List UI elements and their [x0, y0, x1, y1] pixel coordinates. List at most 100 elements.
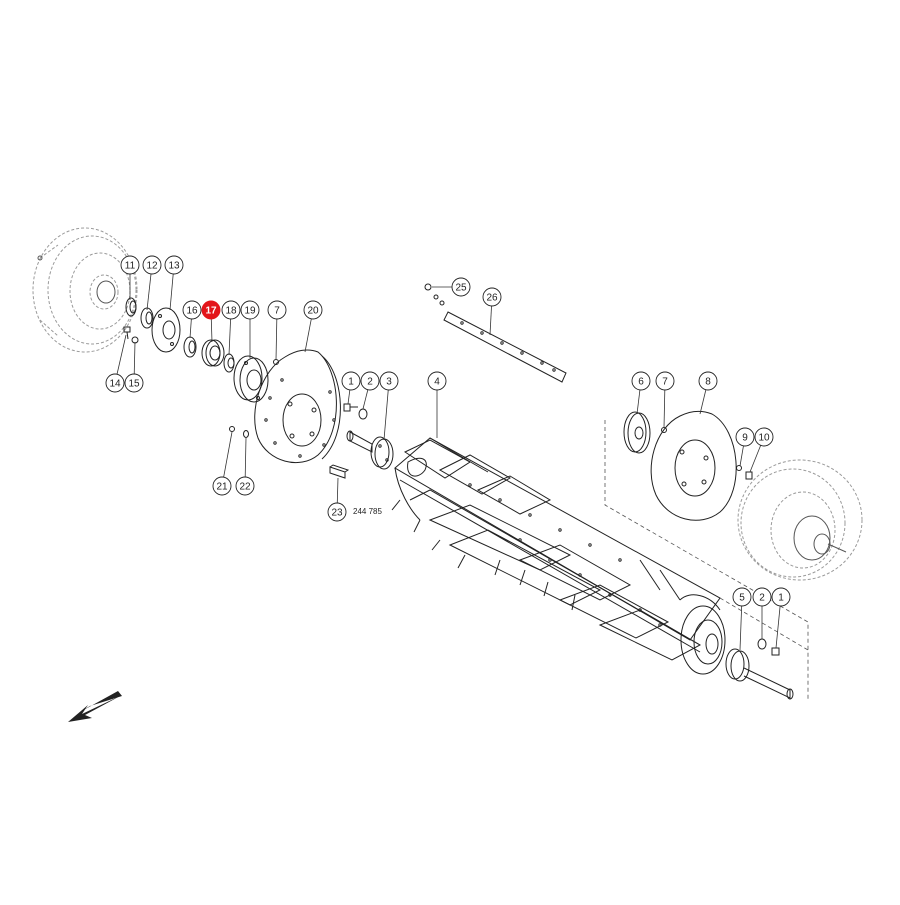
callout-circle [754, 427, 774, 447]
leader-lines [116, 273, 781, 651]
callout-number: 22 [239, 482, 251, 493]
leader-line-16 [189, 318, 192, 339]
callout-1[interactable]: 1 [341, 371, 361, 391]
callout-number: 26 [486, 293, 498, 304]
part-screw-25 [424, 283, 445, 306]
callout-4[interactable]: 4 [427, 371, 447, 391]
callout-number: 7 [662, 377, 668, 388]
callout-number: 10 [758, 433, 770, 444]
callout-circle [267, 300, 287, 320]
leader-line-6 [636, 389, 641, 415]
leader-line-18 [228, 318, 231, 356]
callout-number: 9 [742, 433, 748, 444]
part-strip-26 [443, 311, 567, 383]
callout-number: 3 [386, 377, 392, 388]
callout-17[interactable]: 17 [201, 300, 221, 320]
leader-line-1 [775, 605, 781, 649]
part-washer-2-right [757, 638, 767, 650]
callout-26[interactable]: 26 [482, 287, 502, 307]
callout-22[interactable]: 22 [235, 476, 255, 496]
callout-16[interactable]: 16 [182, 300, 202, 320]
part-shaft-3 [346, 430, 394, 470]
callout-13[interactable]: 13 [164, 255, 184, 275]
leader-line-1 [347, 389, 351, 405]
callout-3[interactable]: 3 [379, 371, 399, 391]
callout-7[interactable]: 7 [267, 300, 287, 320]
leader-line-15 [133, 341, 136, 375]
callout-9[interactable]: 9 [735, 427, 755, 447]
part-disc-20 [254, 349, 341, 463]
leader-line-9 [739, 445, 744, 467]
callout-19[interactable]: 19 [240, 300, 260, 320]
part-key-23 [329, 464, 350, 479]
callout-11[interactable]: 11 [120, 255, 140, 275]
callout-2[interactable]: 2 [752, 587, 772, 607]
callout-number: 2 [759, 593, 765, 604]
callout-number: 18 [225, 306, 237, 317]
part-nut-22 [243, 430, 249, 438]
part-washer-9 [736, 465, 742, 471]
callout-number: 14 [109, 379, 121, 390]
callout-circle [771, 587, 791, 607]
part-bolt-10 [745, 471, 753, 480]
callout-7[interactable]: 7 [655, 371, 675, 391]
callout-circle [732, 587, 752, 607]
leader-line-7 [275, 318, 278, 361]
callout-circle [235, 476, 255, 496]
callout-circle [752, 587, 772, 607]
callout-number: 15 [128, 379, 140, 390]
callout-6[interactable]: 6 [631, 371, 651, 391]
callout-number: 11 [125, 261, 136, 272]
callout-circle [164, 255, 184, 275]
callout-5[interactable]: 5 [732, 587, 752, 607]
callout-15[interactable]: 15 [124, 373, 144, 393]
callout-12[interactable]: 12 [142, 255, 162, 275]
callout-number: 1 [778, 593, 784, 604]
part-shaft-5 [725, 648, 794, 700]
callout-circle [303, 300, 323, 320]
leader-line-14 [116, 334, 127, 375]
callout-21[interactable]: 21 [212, 476, 232, 496]
callout-25[interactable]: 25 [451, 277, 471, 297]
part-flange-6 [623, 411, 651, 454]
part-housing-19 [233, 355, 269, 403]
callout-number: 16 [186, 306, 198, 317]
left-drum-ghost [32, 227, 138, 353]
part-bolt-1-left [343, 403, 358, 412]
left-drum-hub [37, 255, 116, 304]
callout-number: 8 [705, 377, 711, 388]
leader-line-10 [749, 445, 762, 473]
callout-circle [201, 300, 221, 320]
callout-circle [124, 373, 144, 393]
part-pin-21 [229, 426, 235, 432]
callout-number: 19 [244, 306, 256, 317]
callout-circle [182, 300, 202, 320]
callout-circle [482, 287, 502, 307]
callout-8[interactable]: 8 [698, 371, 718, 391]
callout-23[interactable]: 23 [327, 502, 347, 522]
leader-line-8 [699, 389, 707, 415]
callout-circle [120, 255, 140, 275]
callout-circle [212, 476, 232, 496]
callout-10[interactable]: 10 [754, 427, 774, 447]
callout-circle [327, 502, 347, 522]
part-flange-13 [151, 307, 181, 353]
callout-1[interactable]: 1 [771, 587, 791, 607]
callout-14[interactable]: 14 [105, 373, 125, 393]
part-bolt-14 [123, 326, 131, 340]
part-disc-8 [650, 410, 737, 521]
part-bolt-1-right [771, 647, 780, 656]
callout-20[interactable]: 20 [303, 300, 323, 320]
callout-number: 21 [216, 482, 228, 493]
callout-circle [631, 371, 651, 391]
callout-circle [735, 427, 755, 447]
callout-number: 20 [307, 306, 319, 317]
callout-circle [360, 371, 380, 391]
callout-18[interactable]: 18 [221, 300, 241, 320]
callout-number: 25 [455, 283, 467, 294]
callout-2[interactable]: 2 [360, 371, 380, 391]
leader-line-12 [146, 273, 152, 311]
leader-line-13 [169, 273, 174, 311]
part-ring-16 [183, 336, 197, 358]
